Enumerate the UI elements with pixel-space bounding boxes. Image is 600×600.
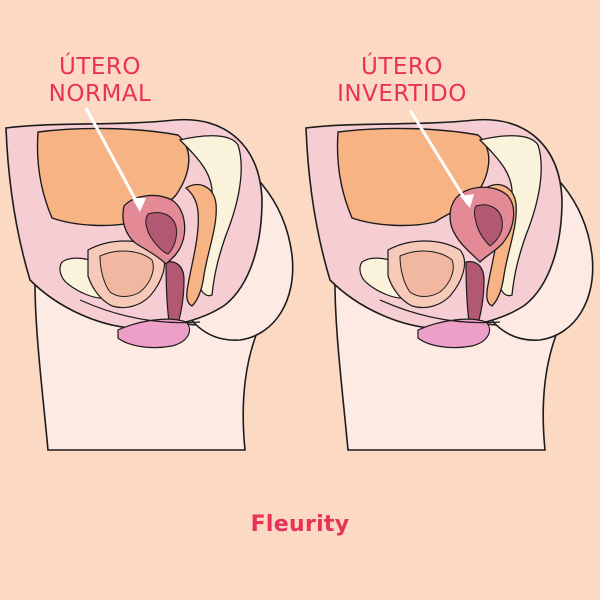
right-pelvis-diagram — [305, 109, 594, 451]
brand-logo-text: Fleurity — [250, 512, 350, 537]
label-inverted-uterus: ÚTERO INVERTIDO — [322, 54, 482, 108]
label-right-line-2: INVERTIDO — [337, 81, 467, 107]
label-normal-uterus: ÚTERO NORMAL — [40, 54, 160, 108]
label-left-line-1: ÚTERO — [58, 54, 141, 80]
label-left-line-2: NORMAL — [48, 81, 152, 107]
left-pelvis-diagram — [5, 107, 294, 451]
label-right-line-1: ÚTERO — [360, 54, 443, 80]
